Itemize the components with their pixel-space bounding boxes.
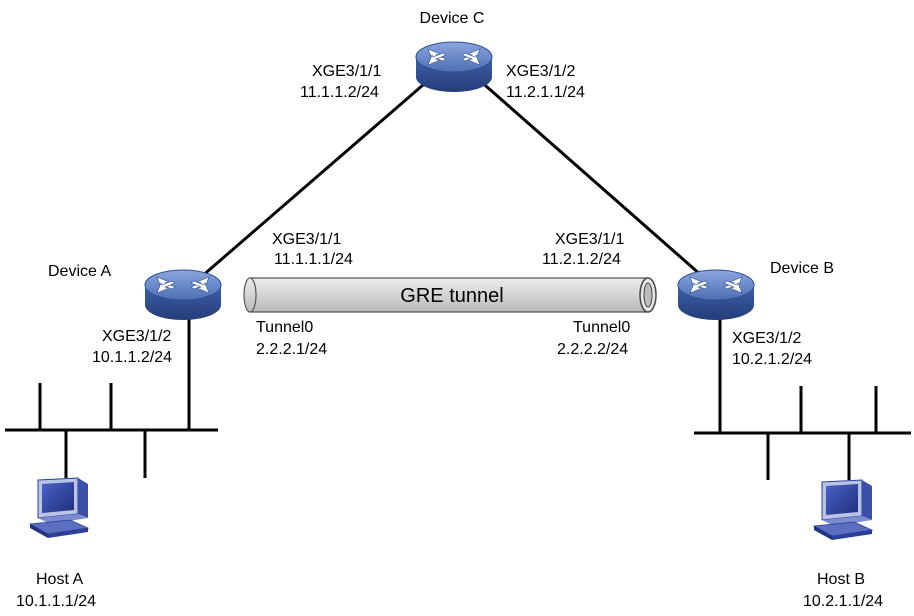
computer-icon xyxy=(29,477,89,539)
b-xge2-port: XGE3/1/2 xyxy=(732,330,801,347)
gre-tunnel-label: GRE tunnel xyxy=(400,285,503,307)
host-b-ip: 10.2.1.1/24 xyxy=(803,593,883,610)
device-a-name: Device A xyxy=(48,263,111,280)
a-xge2-ip: 10.1.1.2/24 xyxy=(92,349,172,366)
c-xge2-port: XGE3/1/2 xyxy=(506,63,575,80)
host-a-name: Host A xyxy=(36,571,83,588)
router-device-c[interactable] xyxy=(415,41,493,93)
b-tunnel-port: Tunnel0 xyxy=(573,319,630,336)
router-icon xyxy=(415,41,493,93)
lan-segment-a xyxy=(5,383,218,478)
router-icon xyxy=(144,269,222,321)
b-xge2-ip: 10.2.1.2/24 xyxy=(732,351,812,368)
a-xge2-port: XGE3/1/2 xyxy=(102,328,171,345)
computer-icon xyxy=(813,479,873,541)
link-c-b xyxy=(469,70,719,292)
b-xge1-port: XGE3/1/1 xyxy=(555,231,624,248)
router-device-a[interactable] xyxy=(144,269,222,321)
gre-tunnel: GRE tunnel xyxy=(243,277,657,313)
device-b-name: Device B xyxy=(770,260,834,277)
router-device-b[interactable] xyxy=(677,269,755,321)
a-tunnel-ip: 2.2.2.1/24 xyxy=(256,341,327,358)
device-c-name: Device C xyxy=(420,10,485,27)
a-xge1-ip: 11.1.1.1/24 xyxy=(274,251,353,268)
c-xge1-port: XGE3/1/1 xyxy=(312,63,381,80)
c-xge1-ip: 11.1.1.2/24 xyxy=(300,84,379,101)
b-tunnel-ip: 2.2.2.2/24 xyxy=(557,341,628,358)
c-xge2-ip: 11.2.1.1/24 xyxy=(506,84,585,101)
a-xge1-port: XGE3/1/1 xyxy=(272,231,341,248)
a-tunnel-port: Tunnel0 xyxy=(256,319,313,336)
host-a[interactable] xyxy=(29,477,89,539)
host-a-ip: 10.1.1.1/24 xyxy=(16,593,96,610)
lan-segment-b xyxy=(694,386,911,480)
host-b[interactable] xyxy=(813,479,873,541)
link-c-a xyxy=(185,70,439,292)
router-icon xyxy=(677,269,755,321)
b-xge1-ip: 11.2.1.2/24 xyxy=(542,251,621,268)
host-b-name: Host B xyxy=(817,571,865,588)
